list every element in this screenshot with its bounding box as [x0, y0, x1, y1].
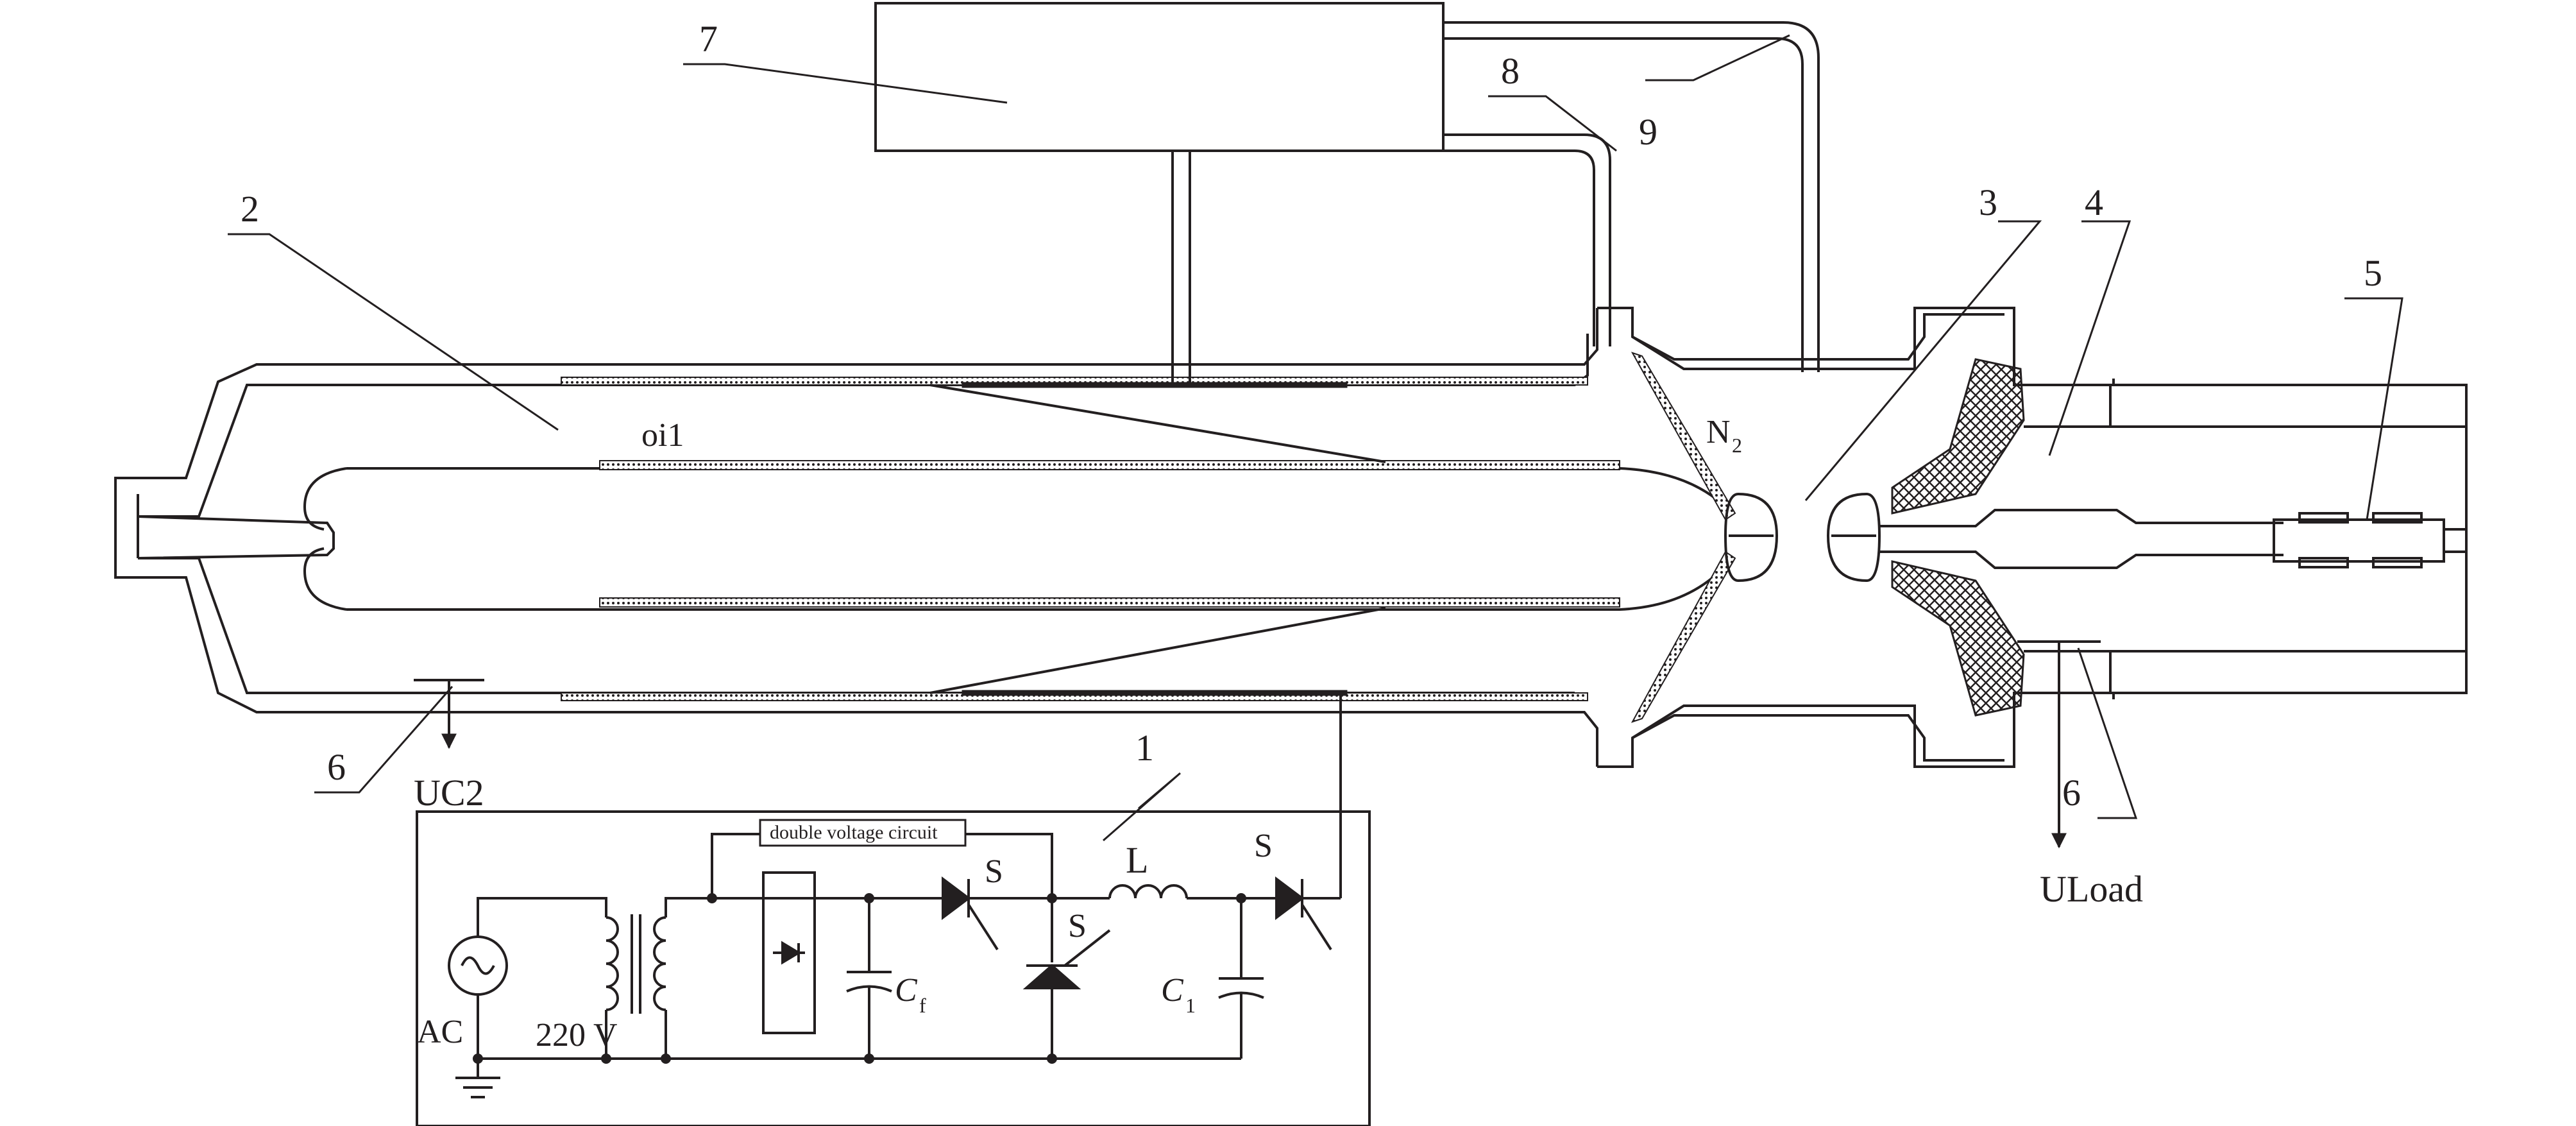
labels: 7 8 9 2 3 4 5 oi1 N 2 6 UC2 1 6 ULoad do… [241, 18, 2382, 1053]
label-6-right: 6 [2062, 772, 2081, 814]
inner-conductor [303, 467, 1733, 611]
label-2: 2 [241, 188, 259, 230]
label-s2: S [1068, 908, 1087, 944]
label-ac: AC [417, 1014, 463, 1050]
ground-icon [455, 1059, 500, 1098]
label-cf: C [895, 972, 918, 1009]
label-1: 1 [1135, 727, 1154, 769]
label-s3: S [1254, 828, 1273, 864]
thyristor-icon [942, 876, 999, 951]
double-voltage-label: double voltage circuit [770, 822, 938, 843]
pipe-9 [1443, 21, 1820, 372]
label-6-left: 6 [327, 746, 346, 788]
label-n2: N [1706, 414, 1731, 450]
trigger-circuit [416, 693, 1371, 1126]
label-uc2: UC2 [414, 772, 484, 814]
label-oil: oi1 [641, 417, 684, 454]
label-8: 8 [1501, 50, 1520, 92]
leader-lines [228, 34, 2403, 842]
inductor-icon [1108, 884, 1188, 899]
label-c1: C [1161, 972, 1184, 1009]
label-5: 5 [2364, 252, 2382, 294]
pipe-8 [1443, 133, 1611, 346]
label-9: 9 [1639, 111, 1657, 153]
voltage-divider-right [2017, 640, 2101, 849]
gas-box [874, 2, 1445, 382]
diode-icon [762, 871, 816, 1034]
output-line [1879, 358, 2468, 717]
label-220v: 220 V [536, 1017, 618, 1053]
transformer-icon [606, 914, 666, 1014]
switch-chamber [1597, 307, 2115, 768]
label-uload: ULoad [2040, 868, 2143, 910]
label-c1-sub: 1 [1185, 994, 1196, 1017]
bushing-cone [137, 515, 335, 559]
label-s1: S [985, 853, 1003, 890]
label-3: 3 [1979, 182, 1997, 223]
label-4: 4 [2085, 182, 2103, 223]
label-n2-sub: 2 [1732, 434, 1742, 457]
label-7: 7 [699, 18, 718, 60]
capacitor-icon [846, 898, 892, 1059]
label-cf-sub: f [919, 994, 926, 1017]
windings [561, 377, 1620, 701]
label-l: L [1126, 839, 1148, 881]
